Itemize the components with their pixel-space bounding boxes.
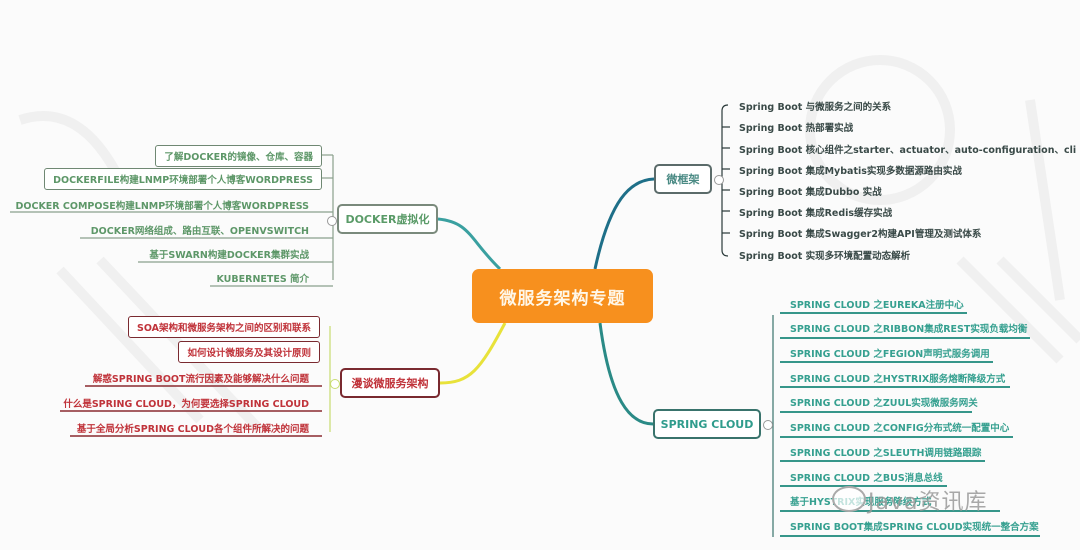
branch-microframework[interactable]: 微框架 [654, 164, 712, 194]
microframework-item[interactable]: Spring Boot 热部署实战 [739, 123, 854, 134]
springcloud-item[interactable]: SPRING CLOUD 之BUS消息总线 [790, 473, 943, 484]
watermark: Java资讯库 [868, 490, 988, 515]
springcloud-item[interactable]: SPRING CLOUD 之CONFIG分布式统一配置中心 [790, 423, 1010, 434]
mantan-item[interactable]: 什么是SPRING CLOUD，为何要选择SPRING CLOUD [63, 399, 309, 410]
docker-item[interactable]: 了解DOCKER的镜像、仓库、容器 [155, 145, 322, 167]
microframework-item[interactable]: Spring Boot 实现多环境配置动态解析 [739, 251, 911, 262]
microframework-item[interactable]: Spring Boot 集成Mybatis实现多数据源路由实战 [739, 166, 962, 177]
docker-item[interactable]: DOCKER网络组成、路由互联、OPENVSWITCH [90, 226, 309, 237]
mantan-item[interactable]: 解惑SPRING BOOT流行因素及能够解决什么问题 [92, 374, 309, 385]
springcloud-item[interactable]: SPRING CLOUD 之RIBBON集成REST实现负载均衡 [790, 324, 1028, 335]
mantan-item[interactable]: 基于全局分析SPRING CLOUD各个组件所解决的问题 [76, 424, 309, 435]
microframework-item[interactable]: Spring Boot 核心组件之starter、actuator、auto-c… [739, 145, 1077, 156]
collapse-springcloud-icon[interactable] [763, 420, 773, 430]
springcloud-item[interactable]: SPRING CLOUD 之EUREKA注册中心 [790, 300, 964, 311]
wechat-icon [832, 486, 866, 512]
springcloud-item[interactable]: SPRING BOOT集成SPRING CLOUD实现统一整合方案 [790, 522, 1039, 533]
microframework-item[interactable]: Spring Boot 集成Swagger2构建API管理及测试体系 [739, 229, 982, 240]
springcloud-item[interactable]: SPRING CLOUD 之HYSTRIX服务熔断降级方式 [790, 374, 1006, 385]
branch-docker[interactable]: DOCKER虚拟化 [337, 204, 438, 234]
mantan-item[interactable]: SOA架构和微服务架构之间的区别和联系 [127, 316, 320, 338]
docker-item[interactable]: 基于SWARN构建DOCKER集群实战 [149, 250, 309, 261]
microframework-item[interactable]: Spring Boot 集成Dubbo 实战 [739, 187, 882, 198]
springcloud-item[interactable]: SPRING CLOUD 之FEGION声明式服务调用 [790, 349, 990, 360]
docker-item[interactable]: DOCKER COMPOSE构建LNMP环境部署个人博客WORDPRESS [15, 201, 309, 212]
collapse-mantan-icon[interactable] [330, 379, 340, 389]
docker-item[interactable]: DOCKERFILE构建LNMP环境部署个人博客WORDPRESS [44, 168, 322, 190]
collapse-docker-icon[interactable] [327, 216, 337, 226]
branch-springcloud[interactable]: SPRING CLOUD [653, 409, 761, 439]
springcloud-item[interactable]: SPRING CLOUD 之ZUUL实现微服务网关 [790, 398, 978, 409]
microframework-item[interactable]: Spring Boot 集成Redis缓存实战 [739, 208, 893, 219]
root-topic[interactable]: 微服务架构专题 [472, 269, 653, 323]
collapse-microframework-icon[interactable] [714, 175, 724, 185]
docker-item[interactable]: KUBERNETES 简介 [216, 274, 309, 285]
mantan-item[interactable]: 如何设计微服务及其设计原则 [178, 341, 320, 363]
branch-mantan[interactable]: 漫谈微服务架构 [340, 368, 440, 398]
microframework-item[interactable]: Spring Boot 与微服务之间的关系 [739, 102, 892, 113]
springcloud-item[interactable]: SPRING CLOUD 之SLEUTH调用链路跟踪 [790, 448, 982, 459]
